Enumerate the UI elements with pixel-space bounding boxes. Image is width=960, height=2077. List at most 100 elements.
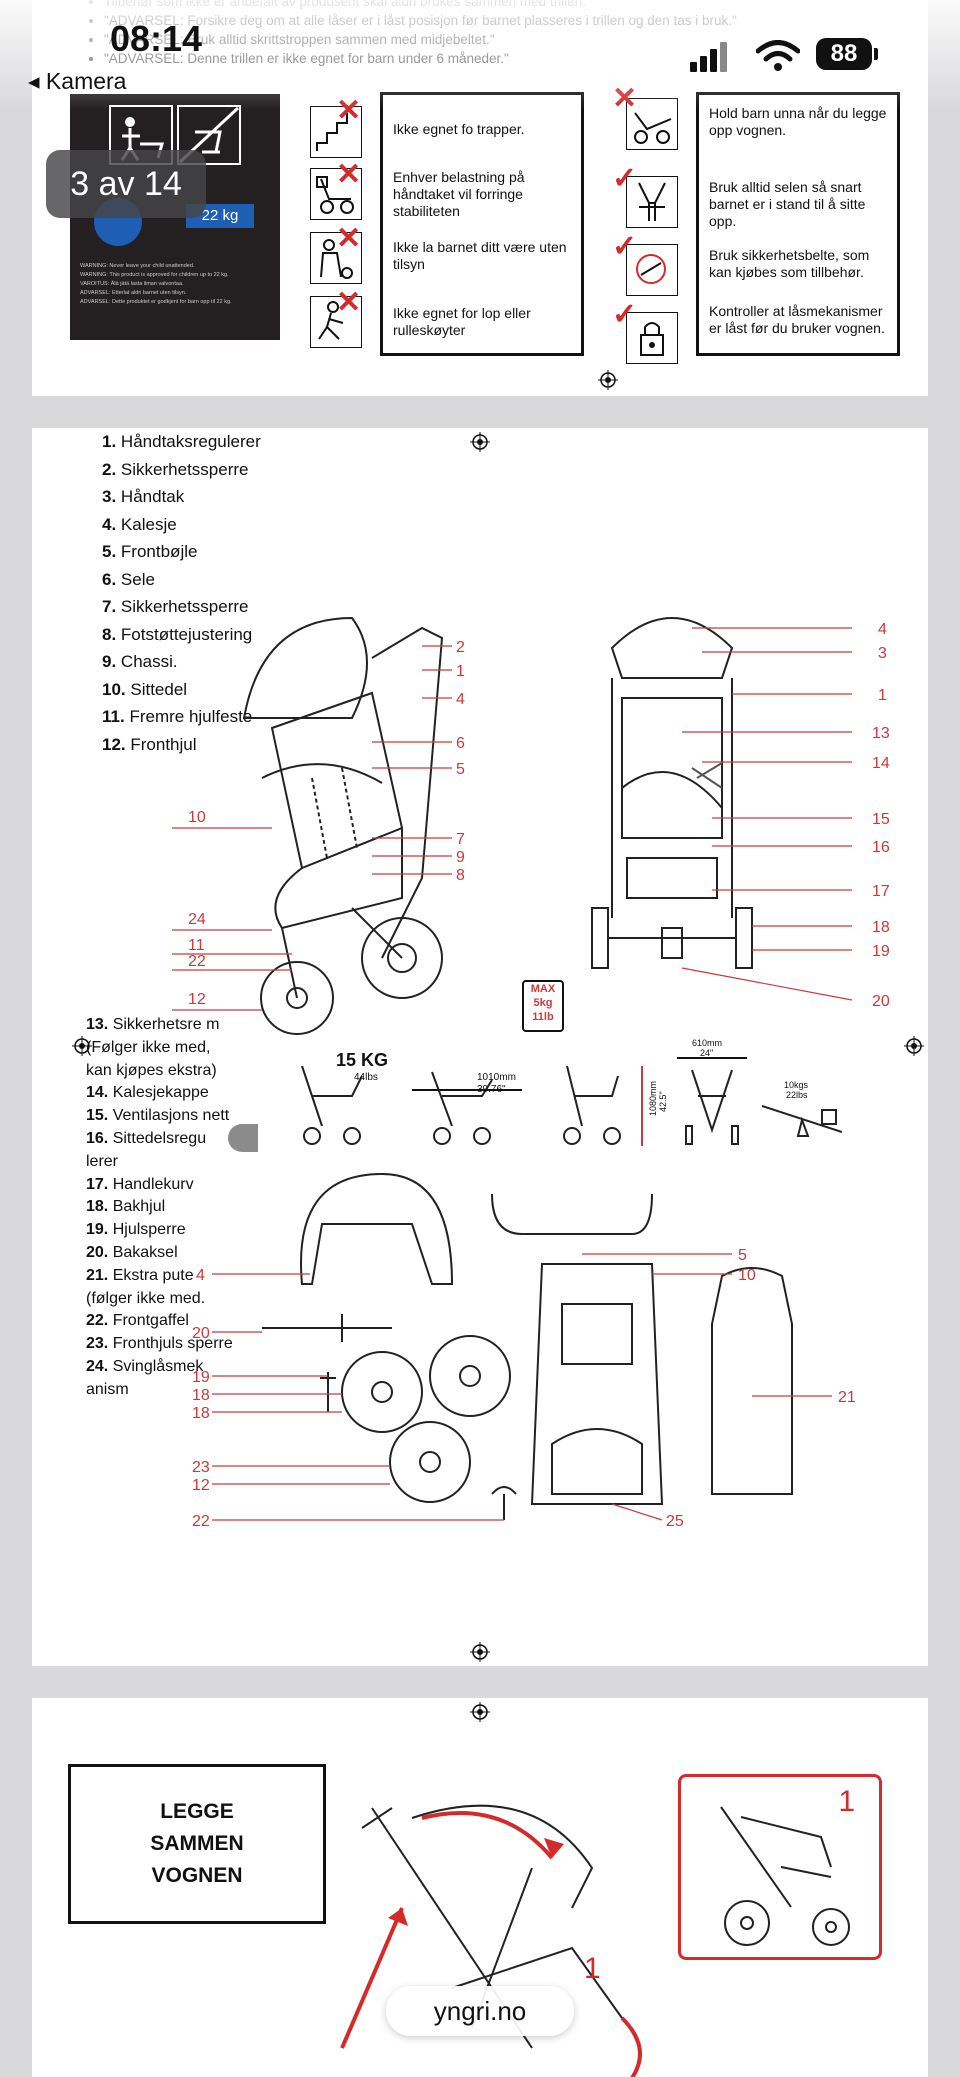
battery-indicator: 88 [816, 38, 872, 70]
checkmark-icon: ✓ [612, 298, 638, 331]
callout-label: 12 [192, 1477, 210, 1494]
spec-width-mm: 610mm [692, 1038, 722, 1048]
registration-mark-icon [72, 1036, 92, 1056]
page-counter: 3 av 14 [70, 165, 182, 203]
warning-text: Kontroller at låsmekanismer er låst før … [709, 303, 885, 336]
part-row: 11. Fremre hjulfeste [102, 707, 253, 726]
spec-length-mm: 1010mm [477, 1072, 516, 1083]
parts-list-bottom: 13. Sikkerhetsre m (Følger ikke med, kan… [86, 1014, 236, 1402]
part-row: 10. Sittedel [102, 679, 188, 699]
part-row: 9. Chassi. [102, 652, 178, 671]
registration-mark-icon [470, 1702, 490, 1722]
battery-cap [874, 48, 878, 60]
callout-label: 25 [666, 1513, 684, 1530]
spec-height-in: 42.5" [658, 1091, 668, 1112]
harness-icon [626, 176, 678, 228]
part-row: 7. Sikkerhetssperre [102, 597, 249, 616]
callout-label: 1 [456, 663, 465, 680]
callout-label: 4 [196, 1267, 205, 1284]
part-row: 21. Ekstra pute (følger ikke med. [86, 1266, 206, 1307]
fold-title-box: LEGGE SAMMEN VOGNEN [68, 1764, 326, 1924]
callout-label: 11 [188, 937, 205, 954]
callout-label: 7 [456, 831, 465, 848]
running-icon [310, 296, 362, 348]
registration-mark-icon [470, 432, 490, 452]
callout-label: 20 [192, 1325, 210, 1342]
manual-page-2: 1. Håndtaksregulerer 2. Sikkerhetssperre… [32, 428, 928, 1666]
callout-label: 8 [456, 867, 465, 884]
callout-label: 13 [872, 725, 890, 742]
part-row: 17. Handlekurv [86, 1175, 194, 1193]
step-number: 1 [584, 1952, 601, 1985]
callout-label: 3 [878, 645, 887, 662]
fold-title: LEGGE SAMMEN VOGNEN [150, 1800, 244, 1887]
callout-label: 22 [188, 953, 206, 970]
part-row: 8. Fotstøttejustering [102, 624, 253, 644]
page-counter-pill: 3 av 14 [46, 150, 206, 218]
part-row: 13. Sikkerhetsre m (Følger ikke med, kan… [86, 1016, 220, 1079]
part-row: 23. Fronthjuls sperre [86, 1335, 233, 1353]
callout-label: 24 [188, 911, 206, 928]
callout-label: 4 [878, 621, 887, 638]
back-to-camera-link[interactable]: ◂ Kamera [28, 68, 127, 94]
safety-belt-icon [626, 244, 678, 296]
warning-text: Bruk alltid selen så snart barnet er i s… [709, 179, 866, 229]
checkmark-icon: ✓ [612, 230, 638, 263]
spec-load-kg: 10kgs [784, 1080, 809, 1090]
parts-list-top: 1. Håndtaksregulerer 2. Sikkerhetssperre… [102, 428, 261, 758]
callout-label: 5 [456, 761, 465, 778]
folding-step-inset: 1 [678, 1774, 882, 1960]
callout-label: 16 [872, 839, 890, 856]
warnings-box-right: Hold barn unna når du legge opp vognen. … [696, 92, 900, 356]
part-row: 24. Svinglåsmek anism [86, 1357, 204, 1398]
cellular-signal-icon [690, 42, 727, 72]
callout-label: 10 [188, 809, 206, 826]
callout-label: 19 [192, 1369, 210, 1386]
folding-step-diagram: 1 [340, 1804, 642, 2077]
callout-label: 20 [872, 993, 890, 1010]
stroller-front-view-diagram: 4 3 1 13 14 15 16 17 18 19 20 [591, 617, 890, 1010]
warning-text: Hold barn unna når du legge opp vognen. [709, 105, 887, 138]
label-fineprint: WARNING: Never leave your child unattend… [80, 263, 232, 305]
checkmark-icon: ✓ [612, 162, 638, 195]
spec-weight: 15 KG [336, 1050, 388, 1070]
callout-label: 4 [456, 691, 465, 708]
part-row: 5. Frontbøjle [102, 542, 198, 561]
warning-text: Enhver belastning på håndtaket vil forri… [393, 169, 525, 219]
part-row: 12. Fronthjul [102, 734, 197, 754]
stroller-side-view-diagram: 2 1 4 6 5 10 7 9 8 24 11 22 12 [172, 616, 465, 1035]
warning-text: Ikke egnet for lop eller rulleskøyter [393, 305, 531, 338]
site-watermark-pill: yngri.no [386, 1986, 574, 2036]
part-row: 15. Ventilasjons nett [86, 1107, 230, 1125]
part-row: 14. Kalesjekappe [86, 1084, 209, 1102]
callout-label: 14 [872, 755, 890, 772]
prohibited-icon: ✕ [336, 158, 362, 191]
stroller-inset-icon [720, 1806, 850, 1946]
part-row: 18. Bakhjul [86, 1198, 166, 1216]
callout-label: 10 [738, 1267, 756, 1284]
registration-mark-icon [904, 1036, 924, 1056]
callout-label: 18 [192, 1387, 210, 1404]
lock-icon [626, 312, 678, 364]
stairs-icon [310, 106, 362, 158]
page-scroll-handle[interactable] [228, 1124, 258, 1152]
part-row: 16. Sittedelsregu lerer [86, 1129, 207, 1170]
callout-label: 21 [838, 1389, 856, 1406]
callout-label: 18 [872, 919, 890, 936]
part-row: 1. Håndtaksregulerer [102, 432, 261, 451]
spec-length-in: 39.76" [477, 1084, 506, 1095]
warnings-box-left: Ikke egnet fo trapper. Enhver belastning… [380, 92, 584, 356]
callout-label: 12 [188, 991, 206, 1008]
callout-label: 19 [872, 943, 890, 960]
callout-label: 5 [738, 1247, 747, 1264]
part-row: 22. Frontgaffel [86, 1312, 189, 1330]
warning-text: Bruk sikkerhetsbelte, som kan kjøbes som… [709, 247, 870, 280]
callout-label: 15 [872, 811, 890, 828]
prohibited-icon: ✕ [336, 286, 362, 319]
warning-text: Ikke la barnet ditt være uten tilsyn [393, 239, 567, 272]
registration-mark-icon [598, 370, 618, 390]
battery-level: 88 [830, 40, 858, 67]
spec-height-mm: 1080mm [648, 1081, 658, 1116]
callout-label: 17 [872, 883, 890, 900]
basket-weight-tag: MAX 5kg 11lb [522, 980, 564, 1032]
